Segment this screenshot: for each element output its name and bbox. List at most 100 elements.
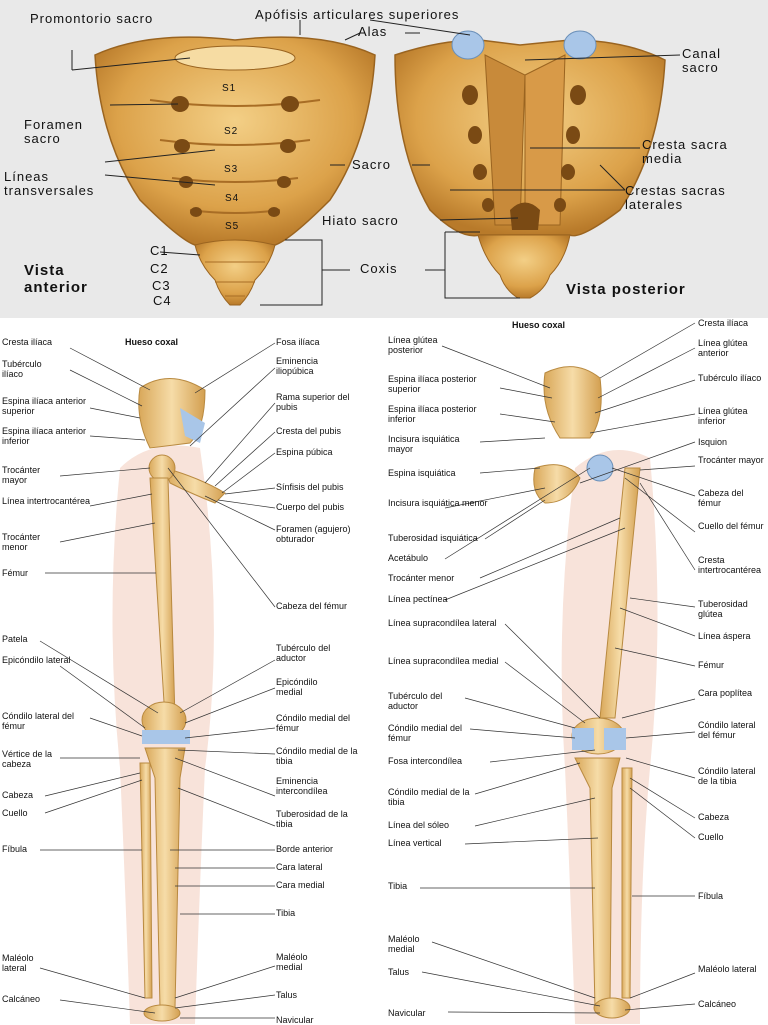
coccyx-c1: C1 [150, 243, 169, 258]
post-linea-glutea-anterior: Línea glútea anterior [698, 338, 748, 359]
post-tuberculo-aductor: Tubérculo del aductor [388, 691, 443, 712]
ant-maleolo-medial: Maléolo medial [276, 952, 308, 973]
ant-espina-pubica: Espina púbica [276, 447, 333, 457]
post-fosa-intercondilea: Fosa intercondílea [388, 756, 463, 766]
post-calcaneo: Calcáneo [698, 999, 737, 1009]
post-tibia: Tibia [388, 881, 408, 891]
post-condilo-medial-tibia: Cóndilo medial de la tibia [388, 787, 470, 808]
lower-limb-illustration [39, 322, 696, 1024]
post-linea-glutea-inferior: Línea glútea inferior [698, 406, 748, 427]
post-supracondilea-medial: Línea supracondílea medial [388, 656, 499, 666]
post-navicular: Navicular [388, 1008, 426, 1018]
sacrum-anterior-shape [94, 36, 376, 306]
label-cresta-media: Cresta sacra media [642, 137, 728, 167]
label-crestas-laterales: Crestas sacras laterales [625, 183, 726, 213]
post-maleolo-medial: Maléolo medial [388, 934, 420, 955]
label-promontorio: Promontorio sacro [30, 11, 154, 26]
ant-trocanter-mayor: Trocánter mayor [2, 465, 41, 486]
post-incisura-mayor: Incisura isquiática mayor [388, 434, 460, 455]
ant-cabeza: Cabeza [2, 790, 34, 800]
segment-s1: S1 [222, 83, 237, 94]
ant-condilo-lateral-femur: Cóndilo lateral del fémur [2, 711, 75, 732]
ant-borde-anterior: Borde anterior [276, 844, 334, 854]
label-alas: Alas [358, 24, 388, 39]
anterior-limb-bones [138, 378, 226, 1022]
post-linea-pectinea: Línea pectínea [388, 594, 448, 604]
segment-s5: S5 [225, 221, 240, 232]
post-cara-poplitea: Cara poplítea [698, 688, 753, 698]
post-acetabulo: Acetábulo [388, 553, 429, 563]
post-incisura-menor: Incisura isquiática menor [388, 498, 488, 508]
label-hiato-sacro: Hiato sacro [322, 213, 399, 228]
post-espina-posterior-inferior: Espina ilíaca posterior inferior [388, 404, 477, 425]
ant-linea-intertrocanterea: Línea intertrocantérea [2, 496, 91, 506]
post-tuberculo-iliaco: Tubérculo ilíaco [698, 373, 762, 383]
post-condilo-medial-femur: Cóndilo medial del fémur [388, 723, 463, 744]
label-coxis: Coxis [360, 261, 398, 276]
ant-tuberosidad-tibia: Tuberosidad de la tibia [276, 809, 348, 830]
post-espina-posterior-superior: Espina ilíaca posterior superior [388, 374, 477, 395]
ant-tuberculo-iliaco: Tubérculo ilíaco [2, 359, 42, 380]
ant-tuberculo-aductor: Tubérculo del aductor [276, 643, 331, 664]
post-hueso-coxal: Hueso coxal [512, 320, 566, 330]
post-trocanter-menor: Trocánter menor [388, 573, 455, 583]
ant-rama-superior-pubis: Rama superior del pubis [276, 392, 350, 413]
label-canal-sacro: Canal sacro [682, 46, 721, 76]
ant-foramen-obturador: Foramen (agujero) obturador [276, 524, 351, 545]
post-femur: Fémur [698, 660, 725, 670]
post-maleolo-lateral: Maléolo lateral [698, 964, 757, 974]
ant-eminencia-intercondilea: Eminencia intercondílea [276, 776, 328, 797]
ant-vertice-cabeza: Vértice de la cabeza [2, 749, 53, 770]
segment-s3: S3 [224, 164, 239, 175]
ant-tibia: Tibia [276, 908, 296, 918]
ant-espina-anterior-inferior: Espina ilíaca anterior inferior [2, 426, 87, 447]
ant-cuerpo-pubis: Cuerpo del pubis [276, 502, 345, 512]
ant-epicondilo-medial: Epicóndilo medial [276, 677, 318, 698]
ant-fosa-iliaca: Fosa ilíaca [276, 337, 320, 347]
ant-cara-lateral: Cara lateral [276, 862, 323, 872]
ant-navicular: Navicular [276, 1015, 314, 1025]
ant-talus: Talus [276, 990, 298, 1000]
label-apofisis: Apófisis articulares superiores [255, 7, 460, 22]
ant-fibula: Fíbula [2, 844, 28, 854]
post-condilo-lateral-tibia: Cóndilo lateral de la tibia [698, 766, 756, 787]
post-cuello-femur: Cuello del fémur [698, 521, 764, 531]
ant-condilo-medial-femur: Cóndilo medial del fémur [276, 713, 351, 734]
ant-cresta-iliaca: Cresta ilíaca [2, 337, 53, 347]
post-cabeza-femur: Cabeza del fémur [698, 488, 744, 509]
post-tuberosidad-isquiatica: Tuberosidad isquiática [388, 533, 478, 543]
segment-s4: S4 [225, 193, 240, 204]
ant-cresta-pubis: Cresta del pubis [276, 426, 342, 436]
post-linea-glutea-posterior: Línea glútea posterior [388, 335, 438, 356]
ant-patela: Patela [2, 634, 28, 644]
posterior-limb-bones [533, 366, 641, 1019]
title-vista-anterior: Vista anterior [24, 262, 88, 296]
post-linea-aspera: Línea áspera [698, 631, 751, 641]
ant-femur: Fémur [2, 568, 29, 578]
ant-condilo-medial-tibia: Cóndilo medial de la tibia [276, 746, 358, 767]
sacrum-posterior-shape [394, 30, 666, 299]
post-cresta-intertrocanterea: Cresta intertrocantérea [698, 555, 762, 576]
ant-maleolo-lateral: Maléolo lateral [2, 953, 34, 974]
post-trocanter-mayor: Trocánter mayor [698, 455, 764, 465]
post-linea-vertical: Línea vertical [388, 838, 442, 848]
post-linea-soleo: Línea del sóleo [388, 820, 450, 830]
label-lineas-transversales: Líneas transversales [4, 169, 95, 199]
ant-calcaneo: Calcáneo [2, 994, 41, 1004]
ant-cara-medial: Cara medial [276, 880, 325, 890]
ant-cabeza-femur: Cabeza del fémur [276, 601, 348, 611]
title-vista-posterior: Vista posterior [566, 281, 686, 298]
sacrum-panel: Promontorio sacro Apófisis articulares s… [0, 0, 768, 318]
ant-epicondilo-lateral: Epicóndilo lateral [2, 655, 71, 665]
ant-espina-anterior-superior: Espina ilíaca anterior superior [2, 396, 87, 417]
coccyx-c3: C3 [152, 278, 171, 293]
post-fibula: Fíbula [698, 891, 724, 901]
post-cabeza: Cabeza [698, 812, 730, 822]
ant-sinfisis-pubis: Sínfisis del pubis [276, 482, 344, 492]
sacrum-illustration [71, 19, 681, 306]
ant-eminencia-iliopubica: Eminencia iliopúbica [276, 356, 319, 377]
label-sacro: Sacro [352, 157, 391, 172]
post-talus: Talus [388, 967, 410, 977]
ant-cuello: Cuello [2, 808, 28, 818]
segment-s2: S2 [224, 126, 239, 137]
